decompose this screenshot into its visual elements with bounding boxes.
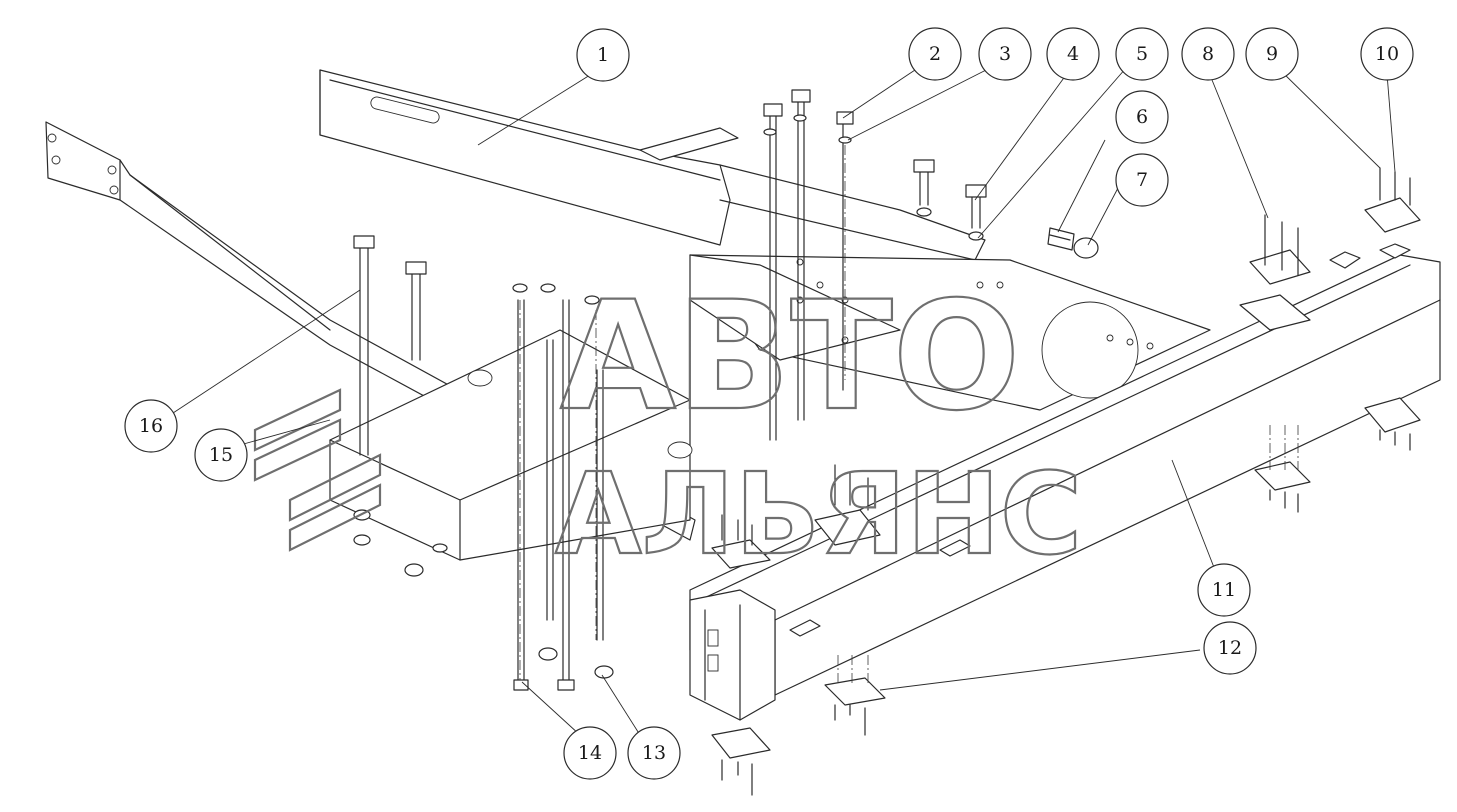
callout-2-label: 2 [929, 43, 941, 65]
callout-1: 1 [576, 28, 630, 82]
callout-6: 6 [1115, 90, 1169, 144]
watermark-logo-stripes [253, 388, 382, 552]
callout-15-label: 15 [209, 444, 233, 466]
callout-8-label: 8 [1202, 43, 1214, 65]
watermark: АВТО АЛЬЯНС [253, 269, 1083, 581]
brackets [711, 197, 1421, 759]
callout-13-label: 13 [642, 742, 666, 764]
front-end-box [689, 589, 776, 721]
callout-4-label: 4 [1067, 43, 1079, 65]
callout-11: 11 [1197, 563, 1251, 617]
upper-arm [319, 69, 986, 261]
callout-7: 7 [1115, 153, 1169, 207]
callout-14-label: 14 [578, 742, 602, 764]
left-cross-member [329, 329, 693, 561]
callout-10: 10 [1360, 27, 1414, 81]
callout-13: 13 [627, 726, 681, 780]
callout-8: 8 [1181, 27, 1235, 81]
callout-15: 15 [194, 428, 248, 482]
callout-12: 12 [1203, 621, 1257, 675]
leader-lines [169, 67, 1396, 736]
callout-2: 2 [908, 27, 962, 81]
callout-3: 3 [978, 27, 1032, 81]
callout-10-label: 10 [1375, 43, 1399, 65]
callout-9-label: 9 [1266, 43, 1278, 65]
callout-12-label: 12 [1218, 637, 1242, 659]
main-beam [689, 254, 1211, 411]
callout-11-label: 11 [1212, 579, 1236, 601]
callout-14: 14 [563, 726, 617, 780]
callout-1-label: 1 [597, 44, 609, 66]
watermark-line2: АЛЬЯНС [555, 450, 1082, 580]
callout-5-label: 5 [1136, 43, 1148, 65]
small-bolts [721, 167, 1411, 796]
callout-7-label: 7 [1136, 169, 1148, 191]
callout-9: 9 [1245, 27, 1299, 81]
callout-3-label: 3 [999, 43, 1011, 65]
callout-16: 16 [124, 399, 178, 453]
callout-16-label: 16 [139, 415, 163, 437]
callout-6-label: 6 [1136, 106, 1148, 128]
bolts [353, 89, 1099, 691]
axis-lines [519, 145, 1299, 685]
callout-5: 5 [1115, 27, 1169, 81]
callout-4: 4 [1046, 27, 1100, 81]
watermark-line1: АВТО [560, 270, 1020, 444]
